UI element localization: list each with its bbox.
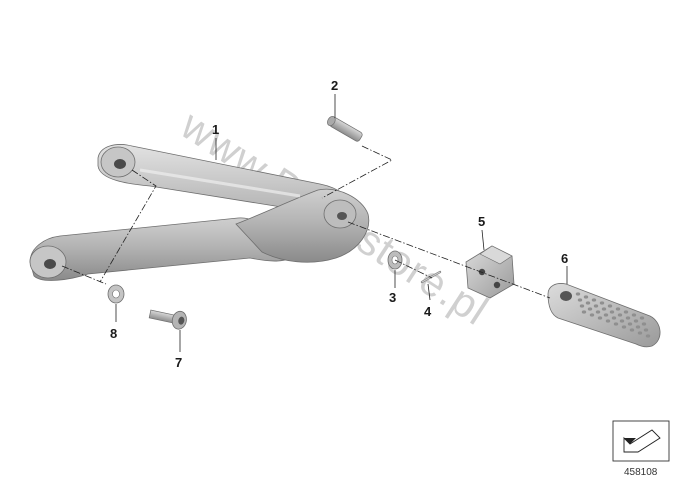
grip-dot xyxy=(643,328,649,332)
grip-dot xyxy=(609,310,615,314)
grip-dot xyxy=(581,310,587,314)
grip-dot xyxy=(589,313,595,317)
grip-dot xyxy=(597,316,603,320)
grip-dot xyxy=(575,292,581,296)
grip-dot xyxy=(599,301,605,305)
grip-dot xyxy=(637,331,643,335)
leader-lines xyxy=(115,94,568,352)
mounting-block-part-5 xyxy=(465,245,515,299)
grip-dot xyxy=(615,307,621,311)
callout-2: 2 xyxy=(331,78,338,93)
grip-dot xyxy=(631,313,637,317)
grip-dot xyxy=(585,301,591,305)
grip-dot xyxy=(625,316,631,320)
grip-dot xyxy=(645,334,651,338)
pin-part-2 xyxy=(327,115,363,142)
grip-dot xyxy=(635,325,641,329)
callout-3: 3 xyxy=(389,290,396,305)
callout-7: 7 xyxy=(175,355,182,370)
callout-6: 6 xyxy=(561,251,568,266)
callouts: 1 2 3 4 5 6 7 8 xyxy=(110,78,568,370)
grip-dot xyxy=(611,316,617,320)
callout-5: 5 xyxy=(478,214,485,229)
grip-dot xyxy=(605,319,611,323)
diagram-number: 458108 xyxy=(624,467,658,478)
grip-dot xyxy=(617,313,623,317)
washer-part-8 xyxy=(107,284,125,304)
callout-8: 8 xyxy=(110,326,117,341)
grip-dot xyxy=(579,304,585,308)
grip-dot xyxy=(641,322,647,326)
grip-dot xyxy=(591,298,597,302)
footpeg-grip-texture xyxy=(575,292,651,338)
grip-dot xyxy=(595,310,601,314)
grip-dot xyxy=(583,295,589,299)
grip-dot xyxy=(621,325,627,329)
grip-dot xyxy=(619,319,625,323)
footpeg-part-6 xyxy=(547,283,661,348)
diagram-reference: 458108 xyxy=(612,420,670,478)
grip-dot xyxy=(633,319,639,323)
grip-dot xyxy=(577,298,583,302)
bolt-part-7 xyxy=(148,309,187,330)
callout-4: 4 xyxy=(424,304,432,319)
grip-dot xyxy=(639,316,645,320)
assembly-axes xyxy=(61,145,551,299)
grip-dot xyxy=(627,322,633,326)
grip-dot xyxy=(587,307,593,311)
grip-dot xyxy=(593,304,599,308)
grip-dot xyxy=(601,307,607,311)
grip-dot xyxy=(613,322,619,326)
footrest-bracket xyxy=(29,144,370,281)
grip-dot xyxy=(603,313,609,317)
grip-dot xyxy=(607,304,613,308)
callout-1: 1 xyxy=(212,122,219,137)
spring-pin-part-4 xyxy=(420,270,442,284)
grip-dot xyxy=(629,328,635,332)
ref-arrow-icon xyxy=(623,429,661,453)
grip-dot xyxy=(623,310,629,314)
